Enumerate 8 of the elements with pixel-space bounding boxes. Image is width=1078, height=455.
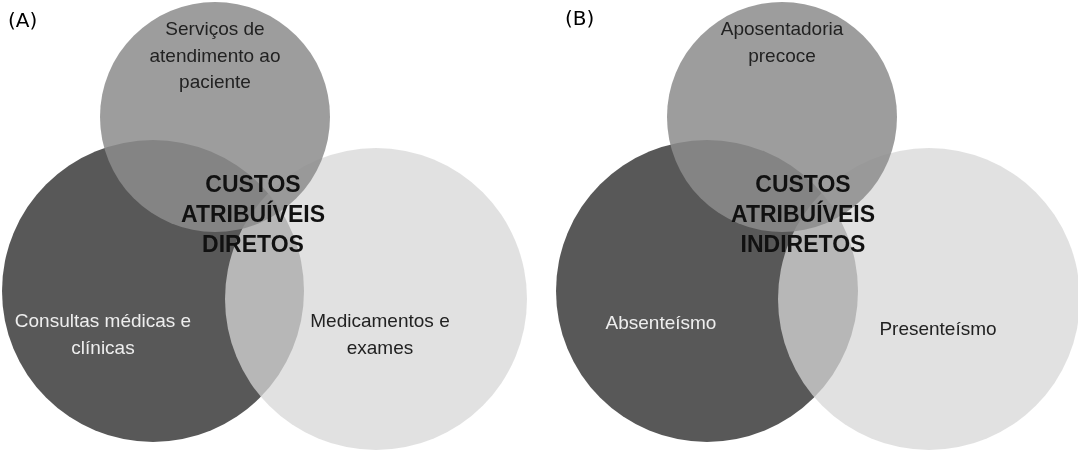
circle-label: Presenteísmo [878,317,998,341]
panel-letter: (A) [8,8,38,32]
circle-label: Absenteísmo [604,311,718,335]
panel-letter: (B) [565,6,595,30]
circle-label: Aposentadoria precoce [719,17,845,68]
circle-label: Medicamentos e exames [309,309,451,360]
circle-label: Serviços de atendimento ao paciente [148,17,282,95]
circle-label: Consultas médicas e clínicas [13,309,193,360]
